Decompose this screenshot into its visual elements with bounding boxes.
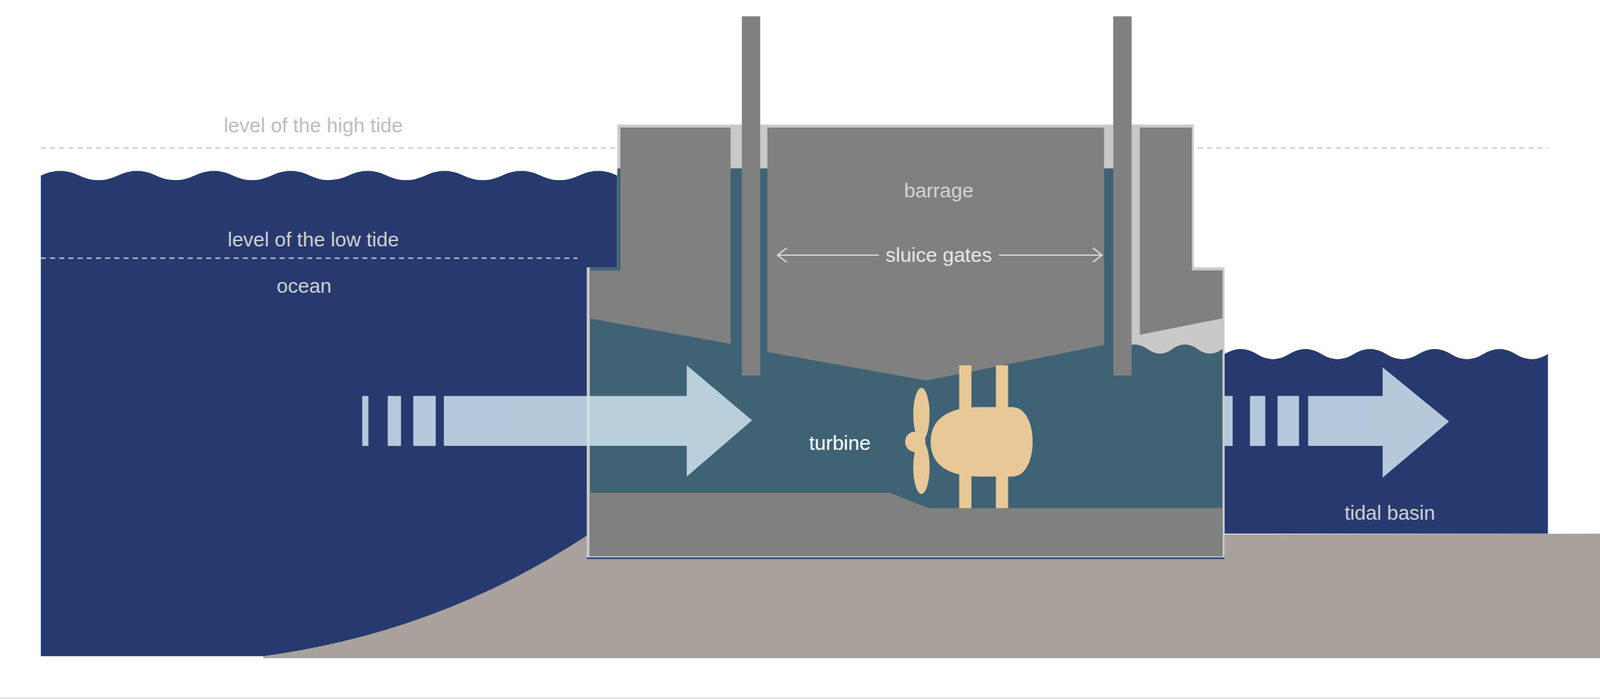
turbine-symbol [905, 365, 1033, 509]
water-body-label: tidal basin [1344, 501, 1435, 526]
sluice-gate [741, 16, 761, 376]
part-label: sluice gates [878, 243, 999, 268]
barrage-base-line [586, 557, 1225, 559]
part-label: turbine [809, 431, 871, 455]
basin-water [1224, 349, 1549, 534]
tide-level-label: level of the low tide [227, 228, 399, 252]
water-body-label: ocean [276, 273, 332, 298]
sluice-gate [1113, 16, 1132, 376]
low-tide-line [40, 257, 578, 260]
tide-level-label: level of the high tide [223, 114, 403, 138]
flow-arrow [362, 365, 753, 477]
barrage-block [767, 127, 1105, 381]
structure-name: barrage [903, 179, 973, 203]
structure-box: barrage [898, 176, 979, 206]
baseline [0, 697, 1600, 699]
flow-arrow [1224, 367, 1449, 478]
barrage-block [1140, 127, 1223, 336]
channel-floor [589, 492, 1222, 556]
barrage-block [589, 127, 731, 344]
